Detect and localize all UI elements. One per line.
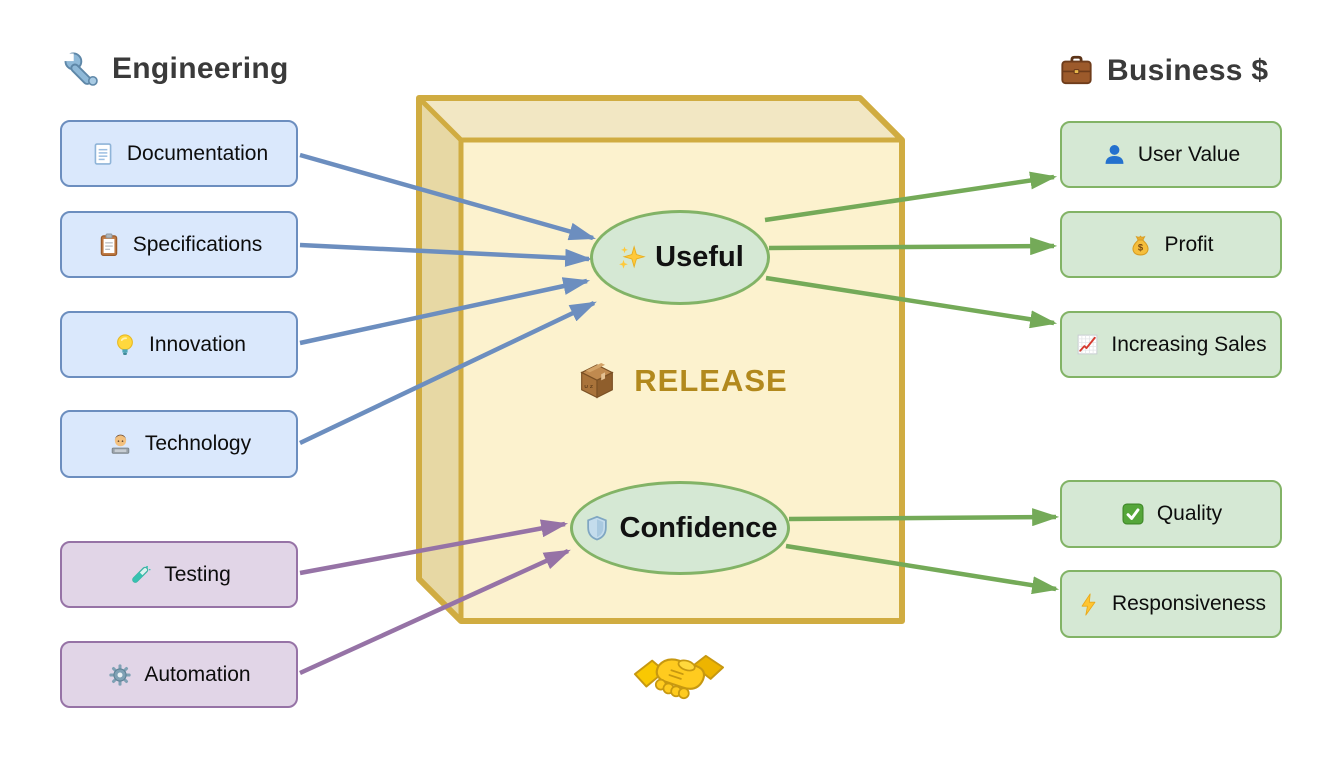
chart-increasing-icon [1075, 332, 1100, 357]
bust-icon [1102, 142, 1127, 167]
node-label: Technology [144, 432, 252, 455]
memo-icon [90, 141, 116, 167]
high-voltage-icon [1076, 592, 1101, 617]
svg-text:$: $ [1138, 243, 1144, 253]
wrench-icon [62, 50, 100, 88]
node-innovation: Innovation [60, 311, 298, 378]
light-bulb-icon [112, 332, 138, 358]
test-tube-icon [127, 562, 153, 588]
arrow-testing-to-confidence [299, 519, 569, 576]
node-label: Increasing Sales [1111, 332, 1267, 356]
node-label: Quality [1156, 502, 1223, 525]
node-label: Responsiveness [1111, 592, 1267, 615]
package-icon: UZ [574, 358, 620, 404]
node-specifications: Specifications [60, 211, 298, 278]
node-quality: Quality [1060, 480, 1282, 548]
clipboard-icon [96, 232, 122, 258]
technologist-icon [107, 431, 134, 458]
release-caption: UZ RELEASE [545, 350, 817, 412]
node-label: Specifications [132, 232, 263, 256]
arrow-specifications-to-useful [299, 242, 593, 267]
svg-text:UZ: UZ [585, 384, 595, 390]
arrows-hubs-business [764, 171, 1060, 595]
shield-icon [583, 514, 611, 542]
node-label: Profit [1164, 232, 1214, 256]
arrow-technology-to-useful [299, 300, 597, 446]
node-increasing-sales: Increasing Sales [1060, 311, 1282, 378]
node-profit: $ Profit [1060, 211, 1282, 278]
arrow-confidence-to-responsiveness [785, 543, 1060, 595]
node-label: Innovation [149, 332, 246, 356]
briefcase-icon [1058, 52, 1095, 89]
sparkles-icon [616, 243, 646, 273]
gear-icon [107, 662, 133, 688]
arrow-innovation-to-useful [299, 277, 591, 346]
arrows-testing-confidence [299, 519, 571, 676]
hub-confidence: Confidence [570, 481, 790, 575]
node-documentation: Documentation [60, 120, 298, 187]
arrow-useful-to-increasing-sales [765, 275, 1058, 329]
engineering-header-label: Engineering [112, 52, 289, 85]
node-testing: Testing [60, 541, 298, 608]
node-technology: Technology [60, 410, 298, 478]
arrow-automation-to-confidence [299, 548, 571, 676]
business-header-label: Business $ [1107, 53, 1269, 87]
check-mark-icon [1120, 501, 1146, 527]
arrow-confidence-to-quality [788, 508, 1060, 527]
node-label: Automation [144, 662, 251, 686]
node-automation: Automation [60, 641, 298, 708]
arrow-useful-to-user-value [764, 171, 1058, 223]
node-label: User Value [1137, 142, 1241, 166]
arrows-engineering-useful [299, 152, 597, 446]
arrow-useful-to-profit [768, 237, 1058, 256]
hub-label: Confidence [619, 511, 778, 544]
node-label: Testing [164, 562, 231, 586]
release-caption-label: RELEASE [634, 363, 788, 398]
arrow-documentation-to-useful [299, 152, 597, 241]
engineering-header: Engineering [62, 50, 289, 88]
node-responsiveness: Responsiveness [1060, 570, 1282, 638]
hub-useful: Useful [590, 210, 770, 305]
business-header: Business $ [1058, 52, 1268, 89]
hub-label: Useful [655, 241, 744, 273]
node-user-value: User Value [1060, 121, 1282, 188]
money-bag-icon: $ [1128, 232, 1153, 257]
handshake-icon [633, 643, 725, 714]
node-label: Documentation [126, 141, 269, 165]
